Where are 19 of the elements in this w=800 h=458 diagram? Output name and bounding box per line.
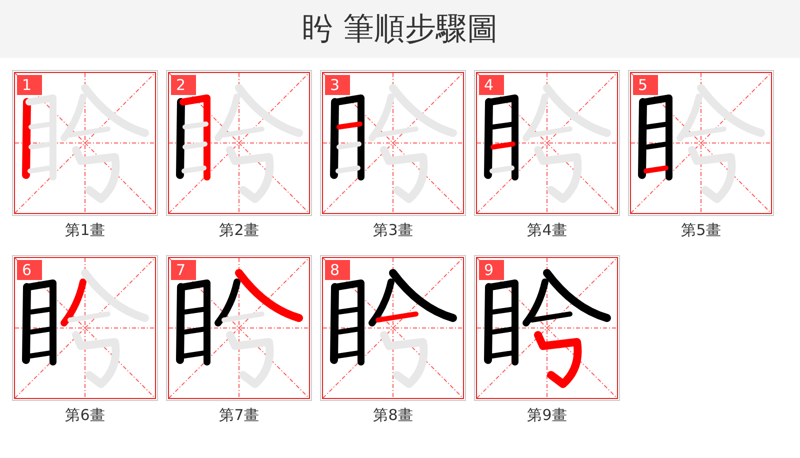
stroke-caption: 第2畫 [218, 220, 260, 240]
stroke-caption: 第9畫 [526, 405, 568, 425]
stroke-caption: 第5畫 [680, 220, 722, 240]
stroke-caption: 第1畫 [64, 220, 106, 240]
stroke-number: 2 [171, 75, 196, 95]
stroke-number: 3 [325, 75, 350, 95]
title: 盻 筆順步驟圖 [301, 10, 499, 49]
stroke-number: 1 [17, 75, 42, 95]
stroke-caption: 第6畫 [64, 405, 106, 425]
stroke-number: 7 [171, 260, 196, 280]
stroke-caption: 第3畫 [372, 220, 414, 240]
stroke-caption: 第8畫 [372, 405, 414, 425]
stroke-number: 5 [633, 75, 658, 95]
stroke-number: 8 [325, 260, 350, 280]
stroke-number: 6 [17, 260, 42, 280]
stroke-number: 4 [479, 75, 504, 95]
stroke-number: 9 [479, 260, 504, 280]
stroke-caption: 第7畫 [218, 405, 260, 425]
stroke-caption: 第4畫 [526, 220, 568, 240]
